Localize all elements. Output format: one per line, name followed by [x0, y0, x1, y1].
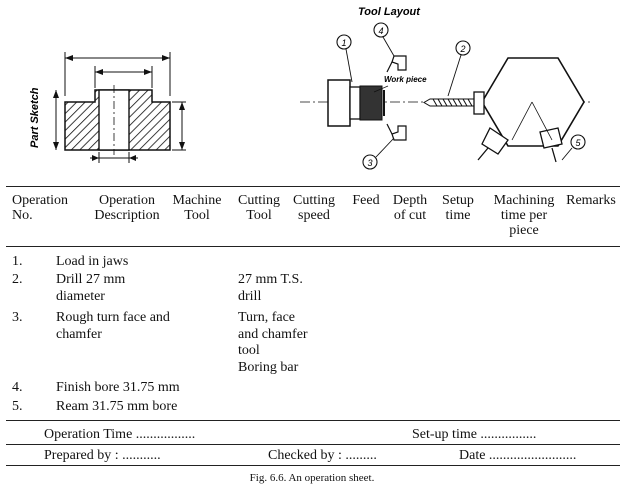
footer-mid-rule — [6, 444, 620, 445]
callout-4: 4 — [373, 22, 395, 57]
setup-time-field: Set-up time ................ — [412, 427, 537, 442]
svg-text:5: 5 — [575, 138, 581, 148]
row-4-description: Finish bore 31.75 mm — [56, 380, 180, 395]
header-cutting-tool: Cutting Tool — [237, 193, 280, 223]
figure-caption: Fig. 6.6. An operation sheet. — [249, 472, 375, 484]
row-4-no: 4. — [12, 380, 23, 395]
footer-bottom-rule — [6, 465, 620, 466]
part-sketch: Part Sketch — [29, 52, 186, 163]
callout-1: 1 — [336, 34, 353, 83]
row-2-tool: 27 mm T.S. drill — [238, 272, 303, 304]
svg-text:1: 1 — [341, 38, 346, 48]
prepared-by-field: Prepared by : ........... — [44, 448, 161, 463]
header-cutting-speed: Cutting speed — [292, 193, 335, 223]
tool-layout: Tool Layout Work piece — [300, 6, 590, 170]
callout-5: 5 — [561, 134, 586, 161]
row-3b-tool: Boring bar — [238, 360, 299, 375]
drawing-figure: Part Sketch — [29, 6, 590, 170]
header-machine-tool: Machine Tool — [172, 193, 222, 223]
operation-time-field: Operation Time ................. — [44, 427, 196, 442]
row-3-no: 3. — [12, 310, 23, 325]
row-3-description: Rough turn face and chamfer — [56, 310, 170, 342]
header-setup-time: Setup time — [442, 193, 474, 223]
header-machining-time: Machining time per piece — [493, 193, 555, 238]
header-feed: Feed — [352, 193, 380, 208]
table-top-rule — [6, 186, 620, 187]
row-2-description: Drill 27 mm diameter — [56, 272, 126, 304]
part-sketch-label: Part Sketch — [29, 87, 41, 148]
row-1-description: Load in jaws — [56, 254, 129, 269]
callout-3: 3 — [362, 137, 395, 170]
header-depth-of-cut: Depth of cut — [392, 193, 428, 223]
work-piece-label: Work piece — [384, 75, 427, 84]
row-5-no: 5. — [12, 399, 23, 414]
checked-by-field: Checked by : ......... — [268, 448, 377, 463]
row-5-description: Ream 31.75 mm bore — [56, 399, 178, 414]
date-field: Date ......................... — [459, 448, 577, 463]
tool-layout-label: Tool Layout — [358, 6, 421, 18]
header-operation-description: Operation Description — [94, 193, 160, 223]
header-remarks: Remarks — [566, 193, 616, 208]
callout-2: 2 — [447, 40, 471, 97]
svg-text:2: 2 — [459, 44, 465, 54]
svg-text:3: 3 — [367, 158, 372, 168]
header-operation-no: Operation No. — [12, 193, 68, 223]
table-header-rule — [6, 246, 620, 247]
row-3-tool: Turn, face and chamfer tool — [238, 310, 308, 358]
svg-text:4: 4 — [378, 26, 383, 36]
table-bottom-rule — [6, 420, 620, 421]
row-2-no: 2. — [12, 272, 23, 287]
row-1-no: 1. — [12, 254, 23, 269]
